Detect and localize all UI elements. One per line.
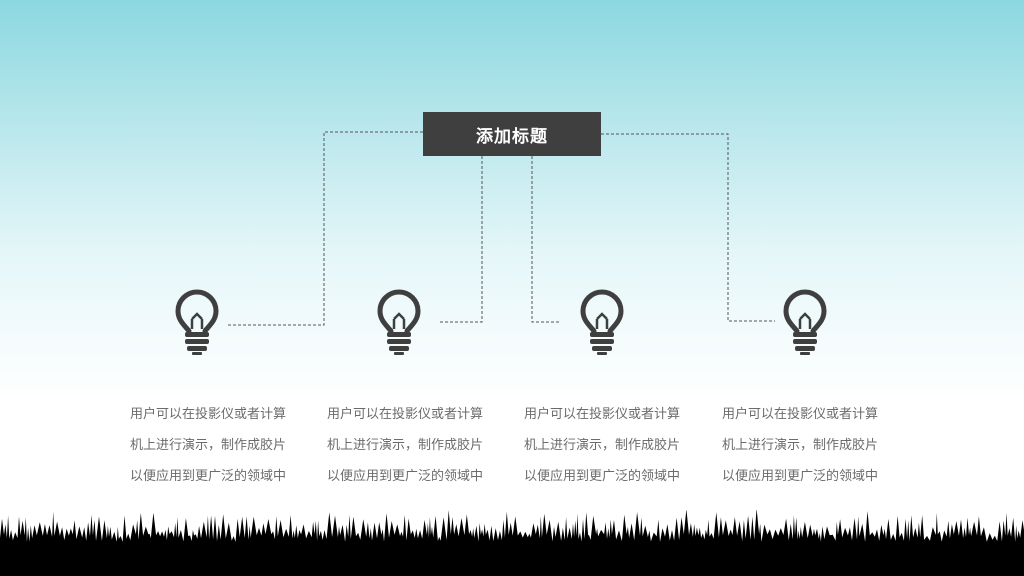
lightbulb-icon (783, 289, 827, 355)
grass-silhouette (0, 510, 1024, 576)
description-line: 用户可以在投影仪或者计算 (524, 407, 681, 422)
description-line: 机上进行演示，制作成胶片 (722, 438, 879, 453)
description-line: 机上进行演示，制作成胶片 (524, 438, 681, 453)
description-line: 用户可以在投影仪或者计算 (130, 407, 287, 422)
description-line: 用户可以在投影仪或者计算 (722, 407, 879, 422)
description-line: 以便应用到更广泛的领域中 (524, 469, 681, 484)
item-description: 用户可以在投影仪或者计算 机上进行演示，制作成胶片 以便应用到更广泛的领域中 (524, 399, 694, 492)
description-line: 以便应用到更广泛的领域中 (722, 469, 879, 484)
lightbulb-icon (377, 289, 421, 355)
item-description: 用户可以在投影仪或者计算 机上进行演示，制作成胶片 以便应用到更广泛的领域中 (130, 399, 300, 492)
slide-title: 添加标题 (423, 112, 601, 156)
description-line: 以便应用到更广泛的领域中 (327, 469, 484, 484)
lightbulb-icon (580, 289, 624, 355)
description-line: 用户可以在投影仪或者计算 (327, 407, 484, 422)
description-line: 机上进行演示，制作成胶片 (130, 438, 287, 453)
description-line: 机上进行演示，制作成胶片 (327, 438, 484, 453)
lightbulb-icon (175, 289, 219, 355)
item-description: 用户可以在投影仪或者计算 机上进行演示，制作成胶片 以便应用到更广泛的领域中 (327, 399, 497, 492)
item-description: 用户可以在投影仪或者计算 机上进行演示，制作成胶片 以便应用到更广泛的领域中 (722, 399, 892, 492)
description-line: 以便应用到更广泛的领域中 (130, 469, 287, 484)
